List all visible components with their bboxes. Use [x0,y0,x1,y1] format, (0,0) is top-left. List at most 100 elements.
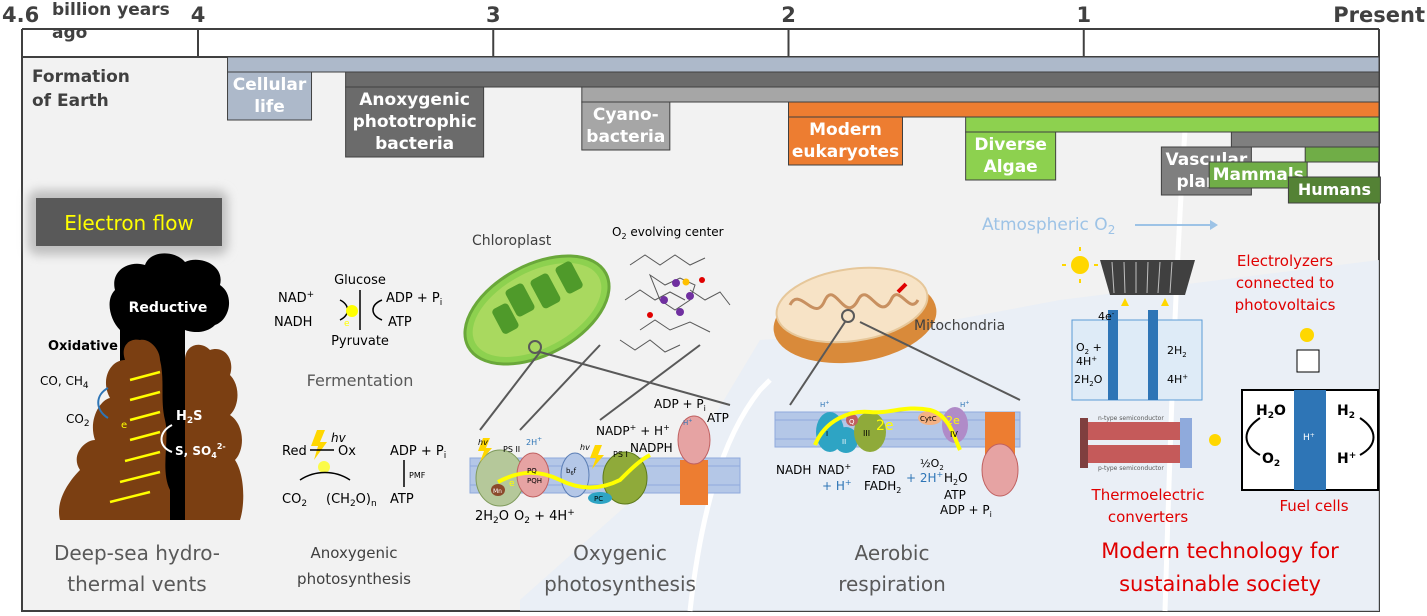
chloroplast-illustration: Chloroplast [463,233,611,366]
era-label-box-modern-eukaryotes [788,116,903,166]
electron-flow-legend: Electron flow [28,190,228,255]
aerobic-caption-line2: respiration [838,572,946,596]
era-label-modern-eukaryotes: eukaryotes [792,142,899,162]
el-4h-right-label: 4H+ [1167,373,1188,386]
four-e-label: 4e- [1098,310,1115,323]
aer-2h-label: + 2H+ [906,470,943,485]
nad-label: NAD+ [278,290,314,306]
unit-label-line2: ago [52,23,87,43]
h2s-label: H2S [176,409,203,426]
fermentation-scheme: Glucose NAD+ NADH ADP + Pi ATP Pyruvate … [274,273,442,349]
complex-iv-label: IV [950,430,958,439]
anox-co2-label: CO2 [282,492,307,509]
era-label-cyanobacteria: Cyano- [593,105,659,125]
reductive-label: Reductive [129,300,208,316]
pqh-label: PQH [527,477,542,485]
era-label-box-cyanobacteria [581,101,671,151]
el-2h2-label: 2H2 [1167,344,1187,359]
adp-label: ADP + Pi [386,291,442,308]
oxy-nadp-label: NADP+ + H+ [596,423,670,438]
oxy-hv1-label: hv [478,438,488,447]
anox-adp-label: ADP + Pi [390,444,446,461]
aer-adp-label: ADP + Pi [940,503,992,519]
thylakoid-membrane [469,415,741,507]
glucose-label: Glucose [334,273,386,288]
era-bar-cellular-life [227,56,1380,73]
el-4h-label: 4H+ [1076,355,1097,368]
timeline-tick-label: 3 [486,3,501,27]
pc-label: PC [594,495,603,503]
oxy-e-label: e [509,479,515,489]
fermentation-e-label: e [344,319,350,329]
era-label-diverse-algae: Diverse [974,135,1047,155]
aer-hplus-label-2: H+ [960,400,969,409]
atmospheric-o2-label: Atmospheric O2 [982,215,1115,237]
timeline-tick-label: 4 [191,3,206,27]
red-label: Red [282,444,307,459]
pq-label: PQ [527,467,537,475]
era-label-anoxygenic-bacteria: bacteria [375,134,454,154]
electrolyzer-label-line2: connected to [1236,274,1334,292]
thermo-label-line2: converters [1108,508,1188,526]
timeline-tick-label: Present [1333,3,1425,27]
two-e-label-2: 2e [946,414,960,427]
era-bar-diverse-algae [965,116,1380,133]
fuel-cells-label: Fuel cells [1279,497,1348,515]
pmf-label: PMF [409,471,426,480]
oxidative-label: Oxidative [48,339,118,354]
era-bar-vascular-plants [1230,131,1380,148]
mn-label: Mn [493,488,502,495]
el-o2-label: O2 + [1076,341,1102,356]
electrolyzer-label-line1: Electrolyzers [1237,252,1333,270]
aer-atp-label: ATP [944,488,966,502]
electron-e-label: e [121,420,127,431]
era-bar-modern-eukaryotes [788,101,1380,118]
s-so4-label: S, SO42- [175,442,226,460]
q-label: Q [849,418,855,426]
aer-fadh2-label: FADH2 [864,479,901,495]
mitochondria-illustration: Mitochondria [773,266,1005,364]
two-e-label-1: 2e [876,418,894,434]
thermo-label-line1: Thermoelectric [1091,486,1205,504]
anoxygenic-caption-line2: photosynthesis [297,570,411,588]
oxy-hv2-label: hv [580,443,590,452]
chloroplast-label: Chloroplast [472,233,552,249]
fuel-cell-illustration [1241,328,1379,491]
vents-caption-line2: thermal vents [67,572,206,596]
electrolyzer-illustration [1062,247,1203,401]
era-bar-mammals [1304,146,1380,163]
anoxygenic-scheme: hv Red Ox CO2 (CH2O)n ADP + Pi PMF ATP [282,430,446,509]
co2-label: CO2 [66,412,90,429]
era-label-anoxygenic-bacteria: Anoxygenic [359,90,470,110]
era-bar-humans [1377,161,1380,178]
p-type-label: p-type semiconductor [1098,465,1164,472]
anoxygenic-caption-line1: Anoxygenic [311,544,398,562]
era-label-anoxygenic-bacteria: phototrophic [353,112,477,132]
oxy-adp-label: ADP + Pi [654,397,706,413]
n-type-label: n-type semiconductor [1098,415,1164,422]
era-label-cyanobacteria: bacteria [586,127,665,147]
aer-fad-label: FAD [872,463,895,477]
timeline-tick-label: 1 [1076,3,1091,27]
ox-label: Ox [338,444,356,459]
fermentation-title: Fermentation [307,371,414,390]
aer-hplus-label-1: H+ [820,400,829,409]
aer-h2o-label: H2O [944,471,968,487]
electron-flow-label: Electron flow [64,211,194,235]
formation-label-line1: Formation [32,67,130,87]
aer-nad-h-label: + H+ [822,478,852,493]
oxy-h2o-label: 2H2O [475,509,509,526]
era-label-humans: Humans [1298,180,1371,199]
era-bar-anoxygenic-bacteria [345,71,1380,88]
modern-caption-line1: Modern technology for [1101,539,1339,563]
era-label-cellular-life: Cellular [233,75,307,95]
aer-nad-label: NAD+ [818,462,851,477]
el-2h2o-label: 2H2O [1074,373,1103,388]
ch2o-label: (CH2O)n [326,492,377,509]
cytc-label: CytC [920,415,937,423]
fuel-o2-label: O2 [1262,451,1280,469]
era-label-box-diverse-algae [965,131,1057,181]
era-bar-cyanobacteria [581,86,1380,103]
electrolyzer-label-line3: photovoltaics [1235,296,1336,314]
